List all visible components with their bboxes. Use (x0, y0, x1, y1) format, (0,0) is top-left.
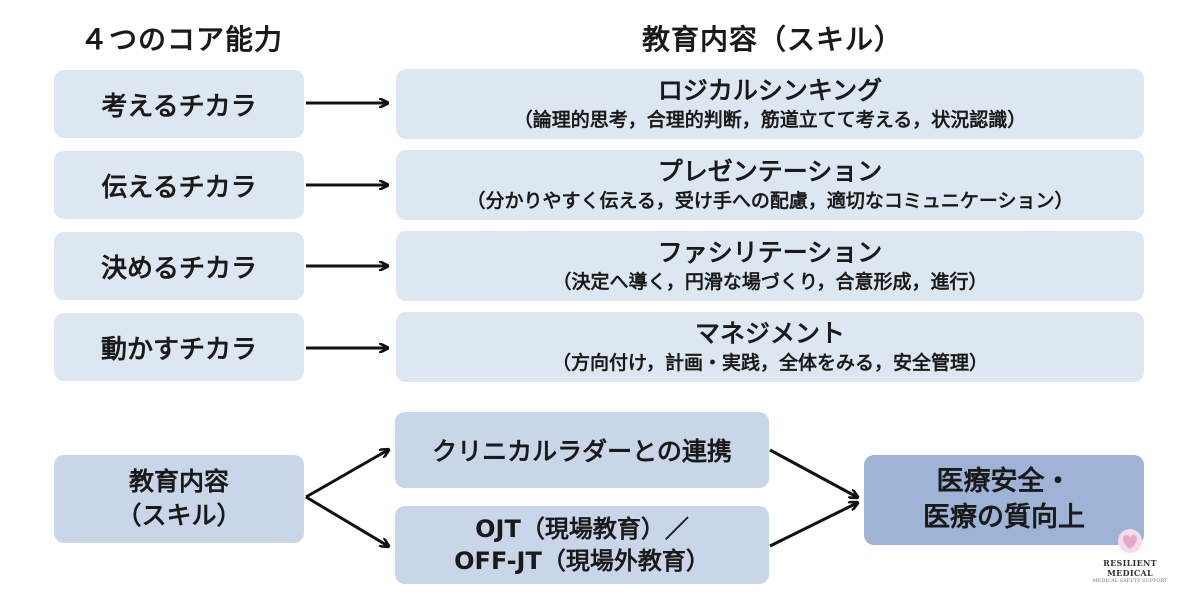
logo-name: RESILIENT MEDICAL (1103, 558, 1157, 578)
logo-tagline: MEDICAL SAFETY SUPPORT (1092, 578, 1168, 584)
ability-label: 動かすチカラ (100, 334, 257, 365)
source-line1: 教育内容 (128, 467, 229, 496)
clinical-ladder-box: クリニカルラダーとの連携 (395, 412, 769, 488)
goal-line2: 医療の質向上 (923, 502, 1085, 533)
education-content-box: 教育内容 （スキル） (54, 455, 304, 543)
arrow-ojt-to-goal (769, 503, 857, 548)
skill-detail: （方向付け，計画・実践，全体をみる，安全管理） (551, 352, 989, 374)
skill-detail: （決定へ導く，円滑な場づくり，合意形成，進行） (552, 271, 988, 293)
ability-box-convey: 伝えるチカラ (54, 151, 304, 219)
ability-label: 決めるチカラ (100, 253, 257, 284)
header-core-abilities: ４つのコア能力 (80, 23, 284, 56)
ojt-line2: OFF-JT（現場外教育） (454, 547, 710, 575)
ability-box-think: 考えるチカラ (54, 70, 304, 138)
skill-box-logical-thinking: ロジカルシンキング （論理的思考，合理的判断，筋道立てて考える，状況認識） (396, 69, 1144, 139)
arrow-to-ojt (305, 495, 388, 546)
ojt-box: OJT（現場教育）／ OFF-JT（現場外教育） (395, 506, 769, 584)
skill-title: マネジメント (694, 319, 845, 348)
skill-box-facilitation: ファシリテーション （決定へ導く，円滑な場づくり，合意形成，進行） (396, 231, 1144, 301)
skill-detail: （分かりやすく伝える，受け手への配慮，適切なコミュニケーション） (466, 190, 1074, 212)
skill-title: ロジカルシンキング (657, 76, 883, 105)
ojt-line1: OJT（現場教育）／ (475, 515, 689, 543)
arrow-to-ladder (305, 450, 388, 499)
skill-box-management: マネジメント （方向付け，計画・実践，全体をみる，安全管理） (396, 312, 1144, 382)
ability-box-move: 動かすチカラ (54, 313, 304, 381)
skill-detail: （論理的思考，合理的判断，筋道立てて考える，状況認識） (513, 109, 1027, 131)
heart-logo-icon (1118, 529, 1142, 553)
source-line2: （スキル） (116, 501, 242, 530)
goal-line1: 医療安全・ (936, 466, 1072, 497)
skill-title: プレゼンテーション (657, 157, 883, 186)
arrow-ladder-to-goal (769, 448, 857, 497)
skill-title: ファシリテーション (657, 238, 883, 267)
resilient-medical-logo: RESILIENT MEDICAL MEDICAL SAFETY SUPPORT (1080, 528, 1180, 588)
header-education-content: 教育内容（スキル） (642, 23, 904, 56)
ability-label: 考えるチカラ (101, 91, 257, 122)
ability-box-decide: 決めるチカラ (54, 232, 304, 300)
ability-label: 伝えるチカラ (101, 172, 257, 203)
skill-box-presentation: プレゼンテーション （分かりやすく伝える，受け手への配慮，適切なコミュニケーショ… (396, 150, 1144, 220)
ladder-label: クリニカルラダーとの連携 (432, 437, 732, 466)
goal-box: 医療安全・ 医療の質向上 (864, 455, 1144, 545)
